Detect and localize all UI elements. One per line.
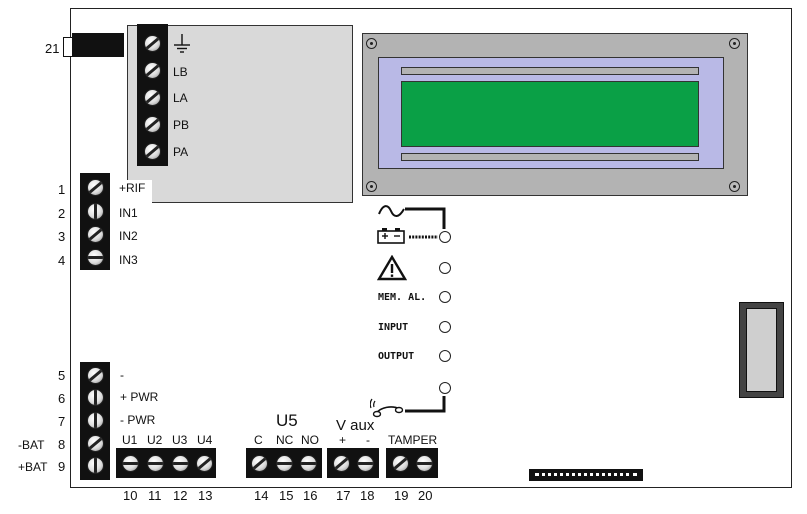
terminal-7-label: - PWR [120, 413, 156, 427]
terminal-screw [144, 116, 161, 133]
connector-21-plug [72, 33, 124, 57]
terminal-number: 13 [198, 488, 213, 503]
terminal-5-label: - [120, 368, 124, 382]
connector-21-label: 21 [45, 41, 60, 56]
plate-cutout [114, 180, 152, 226]
terminal-number: 11 [148, 488, 162, 503]
relay-c-label: C [254, 433, 263, 447]
ac-power-icon [378, 205, 405, 217]
terminal-screw [144, 89, 161, 106]
terminal-number: 3 [58, 229, 66, 244]
terminal-screw [144, 35, 161, 52]
led-output [439, 350, 451, 362]
vaux-title: V aux [336, 417, 375, 434]
terminal-screw [172, 455, 189, 472]
terminal-screw [333, 455, 350, 472]
terminal-screw [87, 412, 104, 429]
input-label-in2: IN2 [119, 229, 138, 243]
led-battery [439, 231, 451, 243]
terminal-number: 7 [58, 414, 66, 429]
terminal-number: 17 [336, 488, 351, 503]
vaux-minus-label: - [366, 433, 370, 447]
telephone-icon [370, 398, 404, 418]
top-terminal-la-label: LA [173, 91, 188, 105]
u5-title: U5 [276, 411, 298, 430]
terminal-number: 8 [58, 437, 66, 452]
terminal-screw [392, 455, 409, 472]
led-telephone [439, 382, 451, 394]
battery-icon [377, 228, 405, 244]
input-led-label: INPUT [378, 322, 409, 333]
terminal-screw [196, 455, 213, 472]
lcd-bottom-slot [401, 153, 699, 161]
terminal-6-label: + PWR [120, 390, 159, 404]
terminal-number: 2 [58, 206, 66, 221]
terminal-number: 16 [303, 488, 318, 503]
relay-nc-label: NC [276, 433, 294, 447]
led-wiring [405, 207, 446, 413]
vaux-plus-label: + [339, 433, 347, 447]
terminal-screw [300, 455, 317, 472]
terminal-screw [87, 435, 104, 452]
terminal-screw [122, 455, 139, 472]
lcd-mounting-hole [366, 181, 377, 192]
top-terminal-pa-label: PA [173, 145, 189, 159]
mem-al-label: MEM. AL. [378, 292, 427, 303]
side-connector-window [746, 308, 777, 392]
top-terminal-pb-label: PB [173, 118, 190, 132]
terminal-number: 6 [58, 391, 66, 406]
terminal-number: 19 [394, 488, 409, 503]
terminal-number: 5 [58, 368, 66, 383]
led-input [439, 321, 451, 333]
terminal-screw [87, 367, 104, 384]
terminal-number: 1 [58, 182, 66, 197]
terminal-screw [147, 455, 164, 472]
terminal-screw [87, 249, 104, 266]
output-led-label: OUTPUT [378, 351, 415, 362]
terminal-number: 12 [173, 488, 188, 503]
bat-plus-label: +BAT [18, 460, 48, 474]
terminal-screw [276, 455, 293, 472]
u1-label: U1 [122, 433, 138, 447]
top-terminal-lb-label: LB [173, 65, 188, 79]
terminal-screw [87, 203, 104, 220]
led-warning [439, 262, 451, 274]
terminal-screw [87, 226, 104, 243]
pin-header [529, 469, 643, 481]
terminal-screw [357, 455, 374, 472]
terminal-screw [416, 455, 433, 472]
lcd-mounting-hole [729, 181, 740, 192]
tamper-label: TAMPER [388, 433, 438, 447]
terminal-number: 20 [418, 488, 433, 503]
bat-minus-label: -BAT [18, 438, 45, 452]
terminal-number: 15 [279, 488, 294, 503]
lcd-top-slot [401, 67, 699, 75]
relay-no-label: NO [301, 433, 319, 447]
input-label-rif: +RIF [119, 181, 146, 195]
terminal-number: 9 [58, 459, 66, 474]
terminal-screw [87, 457, 104, 474]
ground-icon [174, 34, 190, 53]
terminal-screw [87, 389, 104, 406]
input-label-in1: IN1 [119, 206, 138, 220]
u3-label: U3 [172, 433, 188, 447]
terminal-screw [251, 455, 268, 472]
warning-icon [377, 255, 407, 281]
u4-label: U4 [197, 433, 213, 447]
terminal-number: 14 [254, 488, 269, 503]
input-label-in3: IN3 [119, 253, 138, 267]
lcd-mounting-hole [729, 38, 740, 49]
u2-label: U2 [147, 433, 163, 447]
terminal-number: 4 [58, 253, 66, 268]
terminal-number: 10 [123, 488, 138, 503]
lcd-mounting-hole [366, 38, 377, 49]
terminal-screw [87, 179, 104, 196]
terminal-screw [144, 62, 161, 79]
terminal-screw [144, 143, 161, 160]
terminal-number: 18 [360, 488, 375, 503]
lcd-screen [401, 81, 699, 147]
led-mem-al [439, 291, 451, 303]
